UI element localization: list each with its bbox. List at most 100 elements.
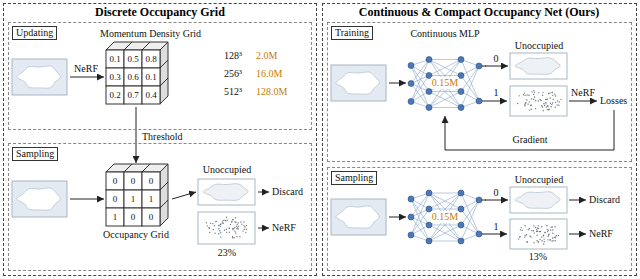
scene-blob [336, 72, 379, 94]
grid-cell [106, 86, 124, 104]
sample-point [551, 92, 552, 93]
grid-cell [124, 86, 142, 104]
input-image [12, 181, 67, 217]
grid-value: 0 [131, 211, 136, 223]
node-label: Occupancy Grid [103, 229, 169, 241]
sample-point [239, 236, 240, 237]
sample-point [236, 228, 237, 229]
sample-point [525, 103, 526, 104]
arrow-line [482, 234, 507, 235]
sample-point [547, 230, 548, 231]
grid-value: 0 [131, 175, 136, 187]
sample-point [545, 99, 546, 100]
wire-line [142, 164, 150, 172]
sample-point [543, 103, 544, 104]
mlp-neuron [458, 89, 464, 95]
node-label: Unoccupied [203, 164, 251, 176]
sample-point [542, 94, 543, 95]
node-label: Momentum Density Grid [100, 28, 201, 40]
mlp-weight [429, 209, 461, 241]
grid-cell [124, 172, 142, 190]
sample-point [533, 225, 534, 226]
sample-point [558, 235, 559, 236]
arrow-line [389, 83, 406, 84]
grid-cell [106, 172, 124, 190]
sample-point [547, 109, 548, 110]
unoccupied-image [198, 179, 255, 205]
sample-point [538, 225, 539, 226]
sample-point [556, 235, 557, 236]
arrow-line [569, 101, 597, 102]
sample-point [540, 100, 541, 101]
sample-point [231, 221, 232, 222]
mlp-weight [429, 193, 461, 225]
sample-point [529, 101, 530, 102]
mlp-weight [429, 107, 461, 108]
sample-point [559, 101, 560, 102]
sample-point [527, 103, 528, 104]
arrow-line [482, 101, 507, 102]
mlp-weight [429, 209, 461, 241]
sample-point [541, 226, 542, 227]
sample-point [240, 221, 241, 222]
sample-point [226, 232, 227, 233]
sample-point [546, 99, 547, 100]
sample-point [533, 230, 534, 231]
sample-point [543, 235, 544, 236]
mlp-node: 0.15M [405, 180, 485, 248]
sample-point [525, 102, 526, 103]
grid-value: 0.1 [109, 53, 120, 65]
mlp-weight [429, 225, 461, 241]
grid-cell [142, 172, 160, 190]
grid-value: 0 [113, 175, 118, 187]
annotation-label: 128³ [224, 50, 242, 62]
sample-point [530, 236, 531, 237]
sample-point [548, 109, 549, 110]
sample-point [547, 105, 548, 106]
sample-point [545, 102, 546, 103]
connector-arrow [485, 66, 508, 67]
sample-point [523, 94, 524, 95]
mlp-weight [429, 209, 461, 225]
sample-point [238, 222, 239, 223]
mlp-weight [429, 193, 461, 241]
sample-point [548, 109, 549, 110]
sample-point [537, 231, 538, 232]
sample-point [528, 95, 529, 96]
sample-point [531, 230, 532, 231]
sample-point [552, 102, 553, 103]
grid-cell [142, 50, 160, 68]
mlp-neuron [426, 57, 432, 63]
sample-point [548, 234, 549, 235]
sample-point [560, 99, 561, 100]
mlp-neuron [408, 232, 414, 238]
scene-blob [17, 66, 60, 88]
sample-point [246, 229, 247, 230]
sample-point [534, 91, 535, 92]
mlp-weight [411, 76, 429, 102]
sample-point [544, 232, 545, 233]
sample-point [554, 94, 555, 95]
sample-point [526, 241, 527, 242]
image-node: Unoccupied [508, 174, 570, 214]
sample-point [237, 223, 238, 224]
arrow-line [70, 77, 104, 78]
annotation-label: 16.0M [256, 68, 282, 80]
annotation-label: 13% [529, 251, 547, 263]
sample-point [206, 222, 207, 223]
sample-point [545, 103, 546, 104]
grid-cell [142, 190, 160, 208]
arrow-line [70, 199, 104, 200]
sample-point [234, 221, 235, 222]
annotation-label: NeRF [272, 222, 296, 234]
grid-top-face [106, 164, 168, 172]
grid-cell [142, 86, 160, 104]
panel-title: Discrete Occupancy Grid [95, 5, 225, 19]
mlp-neuron [476, 63, 482, 69]
sample-point [526, 234, 527, 235]
sample-point [549, 239, 550, 240]
mlp-weight [429, 76, 461, 108]
grid-value: 0 [149, 211, 154, 223]
sample-point [210, 223, 211, 224]
sample-point [529, 109, 530, 110]
